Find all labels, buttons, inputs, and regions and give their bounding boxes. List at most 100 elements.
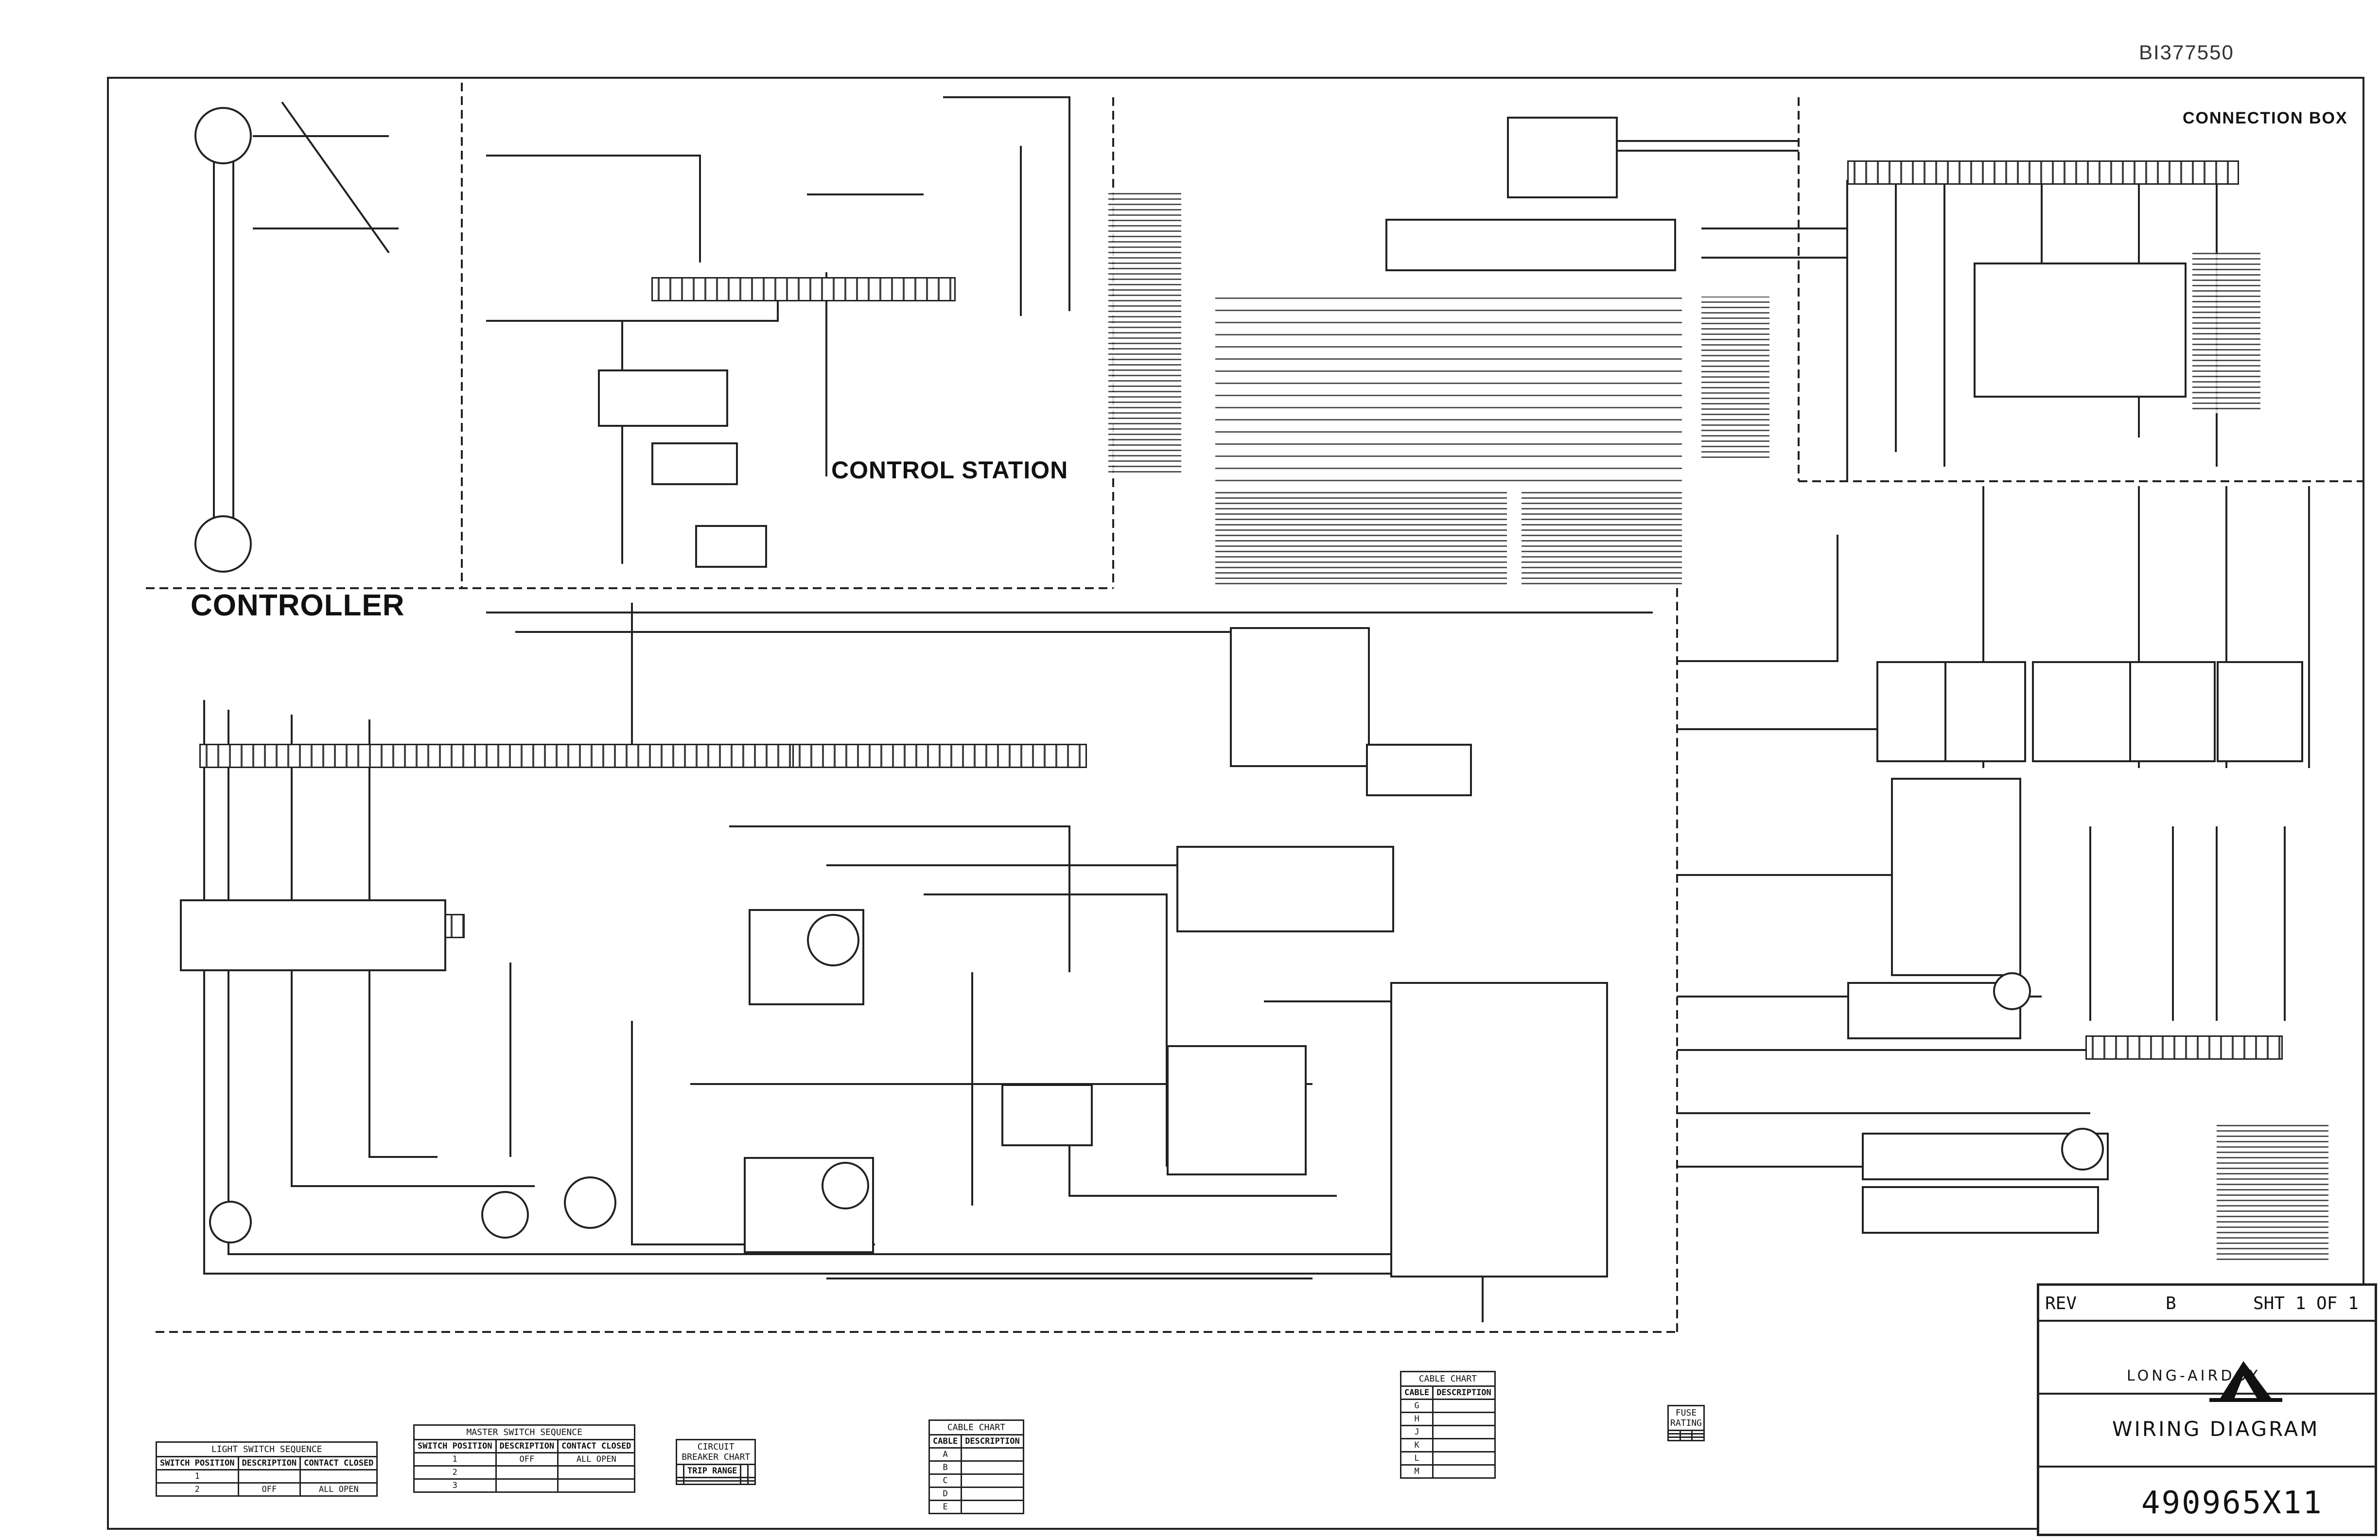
wire-number-column-2 [1701,297,1769,462]
drive-motor-2 [194,515,252,573]
motor-thermal-protector [1366,744,1472,796]
cable-chart-2-j-desc [1432,1425,1496,1439]
fuse-rating-header-2 [1679,1430,1693,1435]
master-switch-header-position: SWITCH POSITION [413,1439,497,1453]
master-switch-row2-contact [557,1465,636,1480]
cable-chart-1-e-desc [961,1500,1024,1514]
title-block: REV B SHT 1 OF 1 LONG-AIRDOX WIRING DIAG… [2037,1283,2377,1536]
cable-chart-2-caption: CABLE CHART [1400,1371,1496,1385]
controller-terminal-strip-right [792,744,1087,768]
connection-box-terminal-strip [1847,160,2239,185]
drawing-title: WIRING DIAGRAM [2112,1417,2320,1441]
fuse-rating-header-3 [1691,1430,1705,1435]
cable-chart-1-b-desc [961,1460,1024,1475]
cable-chart-1-header-description: DESCRIPTION [961,1434,1024,1449]
cable-chart-2-g: G [1400,1399,1434,1413]
wire-number-block-2 [1522,491,1682,588]
pump-motor [1847,982,2021,1039]
brake-release [1862,1186,2099,1234]
master-switch-row3-desc [495,1478,559,1493]
circuit-breaker-header-2: TRIP RANGE [682,1464,742,1478]
ammeter [564,1176,616,1229]
cable-chart-1-c-desc [961,1473,1024,1488]
cable-chart-2-m: M [1400,1464,1434,1479]
cable-chart-2-header-description: DESCRIPTION [1432,1385,1496,1400]
fuse-rating-header-1 [1667,1430,1681,1435]
cable-chart-2-l: L [1400,1451,1434,1466]
circuit-breaker-r1c3 [740,1477,749,1482]
auxiliary-connector-list [2217,1123,2328,1264]
headlight-motor [1507,117,1618,198]
master-switch-header-description: DESCRIPTION [495,1439,559,1453]
fuse-rating-caption: FUSE RATING [1667,1405,1705,1430]
cable-chart-table-2: CABLE CHART CABLE DESCRIPTION G H J K L … [1400,1371,1496,1479]
master-switch-row3-contact [557,1478,636,1493]
cable-chart-2-h: H [1400,1412,1434,1426]
optional-tail-light-harness [1385,219,1676,271]
battery-bank [1390,982,1608,1278]
circuit-breaker-r2c2 [682,1480,742,1485]
battery-connector-1 [2032,661,2133,762]
cable-chart-1-c: C [928,1473,962,1488]
sheet-number: SHT 1 OF 1 [2253,1294,2359,1313]
cable-chart-1-a: A [928,1447,962,1462]
light-switch-sequence-table: LIGHT SWITCH SEQUENCE SWITCH POSITION DE… [156,1441,378,1497]
battery-connector-3 [2217,661,2303,762]
battery-connector-2 [2129,661,2216,762]
fuse-rating-table: FUSE RATING [1667,1405,1705,1441]
general-notes-block [1215,287,1682,481]
circuit-breaker-chart-table: CIRCUIT BREAKER CHART TRIP RANGE [676,1439,756,1485]
section-label-control-station: CONTROL STATION [831,456,1068,484]
cable-chart-2-g-desc [1432,1399,1496,1413]
wire-number-column-1 [1108,190,1181,476]
light-switch-header-description: DESCRIPTION [237,1456,301,1470]
master-switch-sequence-table: MASTER SWITCH SEQUENCE SWITCH POSITION D… [413,1424,636,1493]
master-switch-header-contact: CONTACT CLOSED [557,1439,636,1453]
circuit-breaker-r1c2 [682,1477,742,1482]
cable-chart-1-b: B [928,1460,962,1475]
horn [209,1201,252,1243]
cable-chart-2-k-desc [1432,1438,1496,1452]
master-switch-row2-desc [495,1465,559,1480]
circuit-breaker-r2c3 [740,1480,749,1485]
connection-box-notes [2192,253,2260,413]
emergency-switch-with-light [1001,1084,1093,1146]
rev-label: REV [2045,1294,2077,1313]
lighting-control-panel [180,899,446,971]
cable-chart-1-d-desc [961,1487,1024,1501]
light-switch-row2-contact: ALL OPEN [299,1482,378,1497]
hour-meter [807,914,859,966]
controller-terminal-strip-left [199,744,795,768]
master-switch-row1-pos: 1 [413,1452,497,1467]
circuit-breaker-r2c4 [747,1480,756,1485]
circuit-breaker-auxiliary-switch [1974,262,2187,398]
circuit-breaker-r1c1 [676,1477,684,1482]
fuse-rating-r2c2 [1679,1436,1693,1441]
cable-chart-1-d: D [928,1487,962,1501]
master-switch-row3-pos: 3 [413,1478,497,1493]
fuse-rating-r1c2 [1679,1433,1693,1438]
company-name: LONG-AIRDOX [2127,1367,2261,1384]
master-switch-row1-desc: OFF [495,1452,559,1467]
drive-motor-1 [194,107,252,164]
cable-chart-1-header-cable: CABLE [928,1434,962,1449]
horn-button [695,525,767,568]
light-switch-row2-pos: 2 [156,1482,239,1497]
cable-chart-2-header-cable: CABLE [1400,1385,1434,1400]
long-airdox-logo-icon [2209,1361,2282,1402]
master-switch-table-caption: MASTER SWITCH SEQUENCE [413,1424,636,1439]
title-block-logo-row: LONG-AIRDOX [2039,1320,2375,1402]
circuit-breaker-header-1 [676,1464,684,1478]
wire-number-block-1 [1215,491,1507,588]
cable-chart-2-j: J [1400,1425,1434,1439]
tram-motor-symbol [2061,1128,2104,1171]
emergency-stop-switch [1230,627,1370,767]
fuse-rating-r1c1 [1667,1433,1681,1438]
cable-chart-2-h-desc [1432,1412,1496,1426]
cable-chart-1-a-desc [961,1447,1024,1462]
circuit-breaker-r1c4 [747,1477,756,1482]
section-label-connection-box: CONNECTION BOX [2183,109,2348,127]
push-button-station [651,442,738,485]
master-switch-row1-contact: ALL OPEN [557,1452,636,1467]
